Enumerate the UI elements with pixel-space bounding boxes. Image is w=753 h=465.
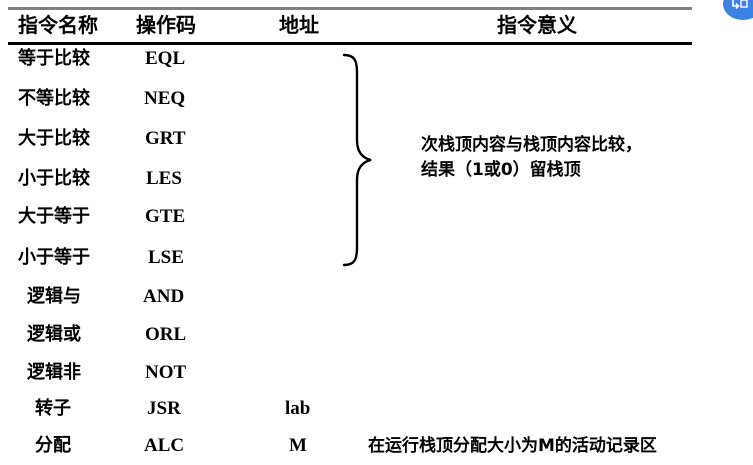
instruction-name: 逻辑与 (27, 286, 81, 307)
opcode: LSE (148, 247, 184, 268)
instruction-name: 大于等于 (18, 206, 90, 227)
instruction-name: 大于比较 (18, 128, 90, 149)
opcode: JSR (147, 398, 181, 419)
instruction-meaning: 在运行栈顶分配大小为M的活动记录区 (368, 436, 657, 456)
header-address: 地址 (279, 13, 319, 37)
address: lab (285, 398, 311, 419)
opcode: LES (146, 168, 182, 189)
instruction-name: 转子 (35, 398, 71, 419)
instruction-name: 小于比较 (18, 168, 90, 189)
header-instruction-name: 指令名称 (18, 13, 98, 37)
comparison-meaning-line2: 结果（1或0）留栈顶 (421, 160, 581, 180)
instruction-name: 逻辑或 (27, 324, 81, 345)
opcode: ALC (144, 435, 185, 456)
instruction-name: 分配 (35, 435, 71, 456)
comparison-meaning-line1: 次栈顶内容与栈顶内容比较， (421, 135, 642, 155)
opcode: EQL (145, 48, 186, 69)
table-top-rule (8, 7, 692, 10)
translate-icon (732, 0, 748, 10)
instruction-name: 不等比较 (18, 88, 90, 109)
opcode: AND (143, 286, 185, 307)
opcode: ORL (145, 324, 187, 345)
instruction-name: 等于比较 (18, 48, 90, 69)
instruction-name: 逻辑非 (27, 362, 81, 383)
opcode: GRT (145, 128, 186, 149)
opcode: NOT (145, 362, 187, 383)
opcode: GTE (145, 206, 186, 227)
address: M (289, 435, 307, 456)
instruction-name: 小于等于 (18, 247, 90, 268)
right-brace-icon (342, 53, 372, 267)
translate-button[interactable] (723, 0, 753, 20)
header-opcode: 操作码 (136, 13, 196, 37)
header-meaning: 指令意义 (497, 13, 577, 37)
header-rule (8, 42, 692, 45)
opcode: NEQ (144, 88, 186, 109)
